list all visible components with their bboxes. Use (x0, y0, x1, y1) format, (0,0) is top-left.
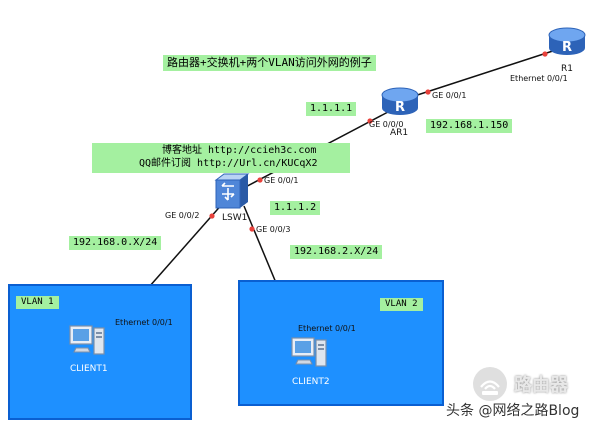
router-logo-icon (473, 367, 507, 401)
router-r1-label: R1 (561, 64, 573, 74)
port-dot-ar1-ge001 (425, 89, 431, 95)
switch-lsw1-label: LSW1 (222, 213, 248, 223)
blog-url-line: 博客地址 http://ccieh3c.com (162, 145, 317, 156)
pc-client2-label: CLIENT2 (292, 377, 330, 387)
port-label-lsw1-ge002: GE 0/0/2 (165, 211, 200, 220)
svg-text:R: R (395, 100, 405, 115)
vlan1-subnet-note: 192.168.0.X/24 (69, 236, 162, 250)
lsw1-ip-note: 1.1.1.2 (270, 201, 321, 215)
port-label-client2-eth: Ethernet 0/0/1 (298, 324, 356, 333)
router-ar1-label: AR1 (390, 128, 409, 138)
pc-client1-label: CLIENT1 (70, 364, 108, 374)
blog-note: 博客地址 http://ccieh3c.com QQ邮件订阅 http://Ur… (92, 143, 350, 173)
port-label-lsw1-ge003: GE 0/0/3 (256, 225, 291, 234)
router-icon: R (381, 87, 419, 115)
port-label-ar1-ge001: GE 0/0/1 (432, 91, 467, 100)
vlan1-label: VLAN 1 (16, 296, 59, 309)
pc-client1[interactable] (68, 322, 108, 362)
port-label-r1-eth: Ethernet 0/0/1 (510, 74, 568, 83)
diagram-title: 路由器+交换机+两个VLAN访问外网的例子 (163, 55, 376, 71)
ar1-ip-note: 1.1.1.1 (306, 102, 357, 116)
vlan2-subnet-note: 192.168.2.X/24 (290, 245, 383, 259)
port-dot-lsw1-ge003 (249, 226, 255, 232)
pc-icon (69, 325, 105, 355)
switch-lsw1[interactable] (214, 172, 250, 210)
qq-subscribe-line: QQ邮件订阅 http://Url.cn/KUCqX2 (139, 158, 318, 169)
router-ar1[interactable]: R (380, 82, 420, 124)
router-r1[interactable]: R (547, 22, 587, 64)
pc-icon (291, 337, 327, 367)
port-dot-lsw1-ge002 (209, 213, 215, 219)
vlan2-label: VLAN 2 (380, 298, 423, 311)
router-icon: R (548, 27, 586, 55)
port-label-ar1-ge000: GE 0/0/0 (369, 120, 404, 129)
watermark-logo-text: 路由器 (514, 375, 568, 396)
port-label-client1-eth: Ethernet 0/0/1 (115, 318, 173, 327)
port-dot-ar1-ge000 (367, 118, 373, 124)
svg-text:R: R (562, 40, 572, 55)
watermark-logo (468, 364, 512, 404)
port-label-lsw1-ge001: GE 0/0/1 (264, 176, 299, 185)
ar1-r1-subnet-note: 192.168.1.150 (426, 119, 513, 133)
l3-switch-icon (214, 173, 250, 209)
port-dot-r1-eth (542, 51, 548, 57)
watermark-text: 头条 @网络之路Blog (446, 403, 580, 419)
vlan2-area: VLAN 2 (238, 280, 444, 406)
port-dot-lsw1-ge001 (257, 177, 263, 183)
pc-client2[interactable] (290, 334, 330, 374)
